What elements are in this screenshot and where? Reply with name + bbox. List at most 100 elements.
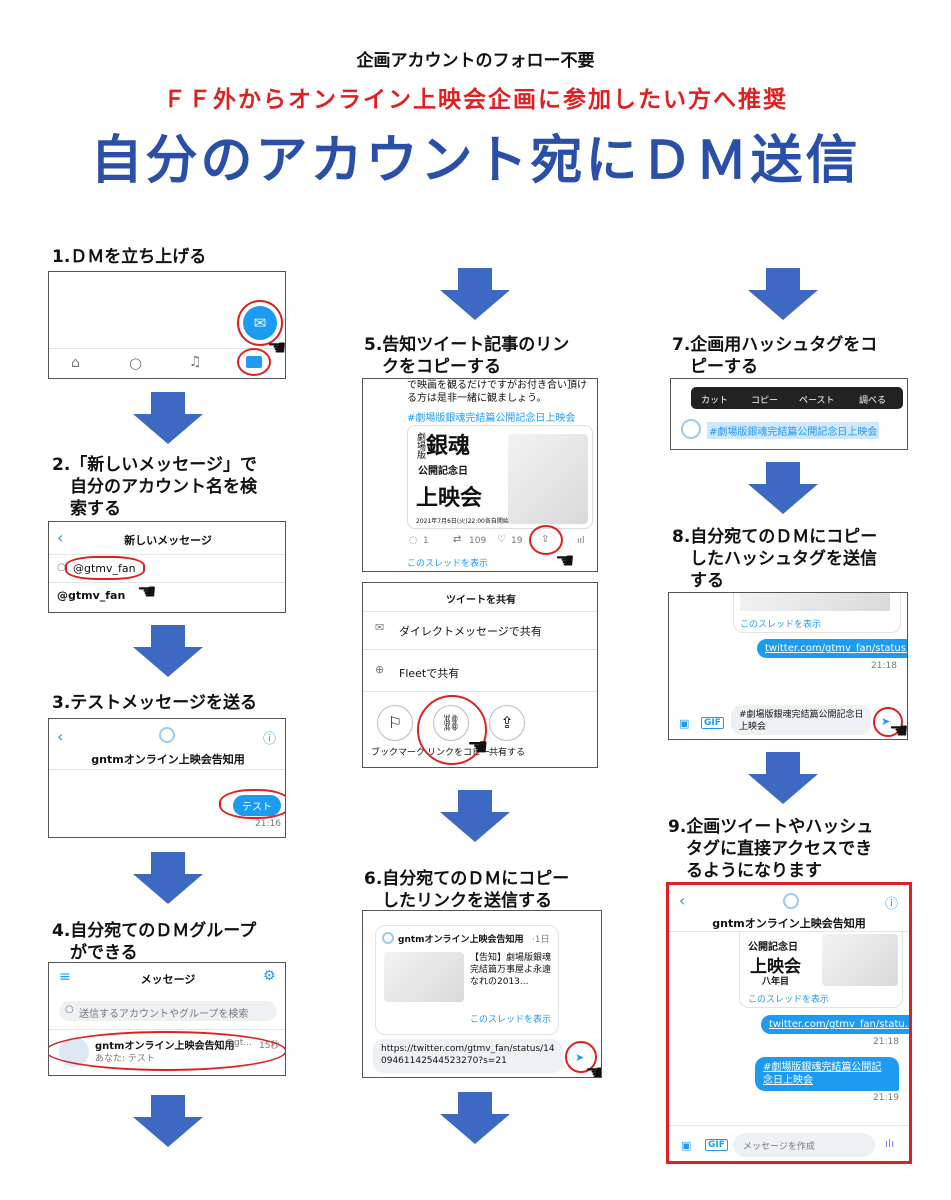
message-input[interactable]: https://twitter.com/gtmv_fan/status/1409…	[373, 1039, 563, 1073]
screenshot-final-dm: ‹ ⓘ gntmオンライン上映会告知用 公開記念日 上映会 八年目 このスレッド…	[666, 882, 912, 1164]
screenshot-dm-hashtag: このスレッドを表示 twitter.com/gtmv_fan/status...…	[668, 592, 908, 740]
menu-cut[interactable]: カット	[701, 396, 729, 406]
show-thread-link[interactable]: このスレッドを表示	[470, 1015, 552, 1025]
show-thread-link[interactable]: このスレッドを表示	[740, 620, 822, 630]
step-7-label: 7.企画用ハッシュタグをコピーする	[672, 335, 878, 377]
pointing-hand-icon: ☚	[137, 580, 157, 605]
screenshot-test-message: ‹ ⓘ gntmオンライン上映会告知用 テスト 21:16	[48, 718, 286, 838]
screenshot-dm-link: gntmオンライン上映会告知用 ·1日 【告知】劇場版銀魂完結篇万事屋よ永遠なれ…	[362, 910, 602, 1078]
search-bar[interactable]: ○ 送信するアカウントやグループを検索	[59, 1001, 277, 1021]
share-via-label: 共有する	[489, 748, 526, 758]
share-via-fleet[interactable]: Fleetで共有	[399, 667, 460, 680]
conversation-name: gntmオンライン上映会告知用	[91, 753, 245, 766]
card-text: 【告知】劇場版銀魂完結篇万事屋よ永遠なれの2013...	[470, 953, 552, 987]
arrow-down-7	[440, 1092, 510, 1144]
link-bubble[interactable]: twitter.com/gtmv_fan/status...	[757, 639, 907, 658]
tweet-card[interactable]: このスレッドを表示	[733, 593, 901, 633]
screenshot-share-sheet: ツイートを共有 ✉ ダイレクトメッセージで共有 ⊕ Fleetで共有 ⚐ ブック…	[362, 582, 598, 768]
back-icon[interactable]: ‹	[57, 727, 64, 746]
menu-lookup[interactable]: 調べる	[859, 396, 887, 406]
show-thread-link[interactable]: このスレッドを表示	[748, 995, 830, 1005]
step-3-label: 3.テストメッセージを送る	[52, 693, 257, 713]
retweet-icon[interactable]: ⇄	[453, 534, 462, 545]
bookmark-icon[interactable]: ⚐	[377, 705, 413, 741]
share-via-dm[interactable]: ダイレクトメッセージで共有	[399, 625, 542, 638]
voice-icon[interactable]: ılı	[885, 1137, 895, 1150]
analytics-icon[interactable]: ııl	[577, 536, 585, 546]
page-title: 自分のアカウント宛にＤＭ送信	[90, 131, 861, 191]
search-placeholder: 送信するアカウントやグループを検索	[79, 1009, 249, 1020]
avatar	[159, 727, 175, 743]
edit-menu: カット コピー ペースト 調べる	[691, 387, 903, 409]
back-icon[interactable]: ‹	[57, 528, 64, 547]
bell-icon[interactable]: ♫	[189, 354, 202, 370]
screenshot-tweet: で映画を観るだけですがお付き合い頂ける方は是非一緒に観ましょう。 #劇場版銀魂完…	[362, 378, 598, 572]
step-8-label: 8.自分宛てのＤＭにコピーしたハッシュタグを送信する	[672, 527, 878, 591]
screenshot-hashtag-copy: カット コピー ペースト 調べる #劇場版銀魂完結篇公開記念日上映会	[670, 378, 908, 450]
conversation-name: gntmオンライン上映会告知用	[712, 917, 866, 930]
search-icon: ○	[57, 562, 66, 573]
search-icon[interactable]: ○	[129, 354, 143, 372]
link-bubble[interactable]: twitter.com/gtmv_fan/statu...	[761, 1015, 909, 1034]
menu-paste[interactable]: ペースト	[799, 396, 835, 406]
arrow-down-5	[440, 268, 510, 320]
hashtag-bubble[interactable]: #劇場版銀魂完結篇公開記念日上映会	[755, 1057, 899, 1091]
menu-copy[interactable]: コピー	[751, 396, 779, 406]
step-1-label: 1.ＤＭを立ち上げる	[52, 247, 207, 267]
home-icon[interactable]: ⌂	[71, 355, 80, 371]
reply-icon[interactable]: ◌	[409, 535, 418, 546]
gif-button[interactable]: GIF	[705, 1139, 728, 1151]
screenshot-dm-home: ⌂ ○ ♫ ✉ ☚	[48, 271, 286, 379]
input-placeholder: メッセージを作成	[743, 1142, 815, 1152]
arrow-down-10	[748, 752, 818, 804]
card-account-name: gntmオンライン上映会告知用	[398, 935, 524, 945]
share-icon[interactable]: ⇪	[489, 705, 525, 741]
arrow-down-1	[133, 392, 203, 444]
arrow-down-3	[133, 852, 203, 904]
gif-button[interactable]: GIF	[701, 717, 724, 729]
retweet-count: 109	[469, 536, 487, 546]
share-sheet-title: ツイートを共有	[446, 595, 516, 606]
bookmark-label: ブックマーク	[371, 748, 426, 758]
avatar	[382, 932, 394, 944]
tweet-hashtag[interactable]: #劇場版銀魂完結篇公開記念日上映会	[407, 413, 576, 424]
card-image	[384, 952, 464, 1002]
arrow-down-9	[748, 462, 818, 514]
pointing-hand-icon: ☚	[555, 549, 575, 572]
arrow-down-8	[748, 268, 818, 320]
link-text: https://twitter.com/gtmv_fan/status/1409…	[381, 1044, 555, 1066]
gear-icon[interactable]: ⚙	[263, 968, 276, 984]
reply-count: 1	[423, 536, 429, 546]
search-result[interactable]: @gtmv_fan	[57, 589, 126, 602]
screenshot-new-message: ‹ 新しいメッセージ ○ @gtmv_fan @gtmv_fan ☚	[48, 521, 286, 613]
poster-image[interactable]: 劇場版 銀魂 公開記念日 上映会 2021年7月6日(火)22:00各自開始	[407, 425, 593, 529]
messages-title: メッセージ	[140, 973, 196, 986]
avatar	[783, 893, 799, 909]
message-input[interactable]: メッセージを作成	[733, 1133, 875, 1157]
tweet-card[interactable]: 公開記念日 上映会 八年目 このスレッドを表示	[739, 932, 903, 1008]
show-thread-link[interactable]: このスレッドを表示	[407, 559, 489, 569]
card-time: ·1日	[532, 935, 550, 945]
tweet-text: で映画を観るだけですがお付き合い頂ける方は是非一緒に観ましょう。	[407, 380, 587, 404]
like-count: 19	[511, 536, 523, 546]
selected-hashtag[interactable]: #劇場版銀魂完結篇公開記念日上映会	[707, 422, 880, 439]
plus-circle-icon: ⊕	[375, 663, 385, 676]
back-icon[interactable]: ‹	[679, 891, 686, 910]
step-5-label: 5.告知ツイート記事のリンクをコピーする	[364, 335, 570, 377]
avatar	[681, 419, 701, 439]
tweet-card[interactable]: gntmオンライン上映会告知用 ·1日 【告知】劇場版銀魂完結篇万事屋よ永遠なれ…	[375, 925, 559, 1035]
input-text: #劇場版銀魂完結篇公開記念日上映会	[739, 710, 864, 732]
menu-icon[interactable]: ≡	[59, 969, 71, 985]
message-input[interactable]: #劇場版銀魂完結篇公開記念日上映会	[731, 705, 871, 735]
mail-icon: ✉	[375, 621, 385, 634]
search-icon: ○	[65, 1004, 74, 1015]
image-icon[interactable]: ▣	[679, 717, 690, 730]
pointing-hand-icon: ☚	[889, 719, 908, 740]
like-icon[interactable]: ♡	[497, 534, 506, 545]
message-time: 21:18	[871, 661, 897, 671]
info-icon[interactable]: ⓘ	[263, 732, 277, 747]
info-icon[interactable]: ⓘ	[885, 897, 899, 912]
image-icon[interactable]: ▣	[681, 1139, 692, 1152]
message-time: 21:18	[873, 1037, 899, 1047]
pointing-hand-icon: ☚	[267, 336, 286, 361]
